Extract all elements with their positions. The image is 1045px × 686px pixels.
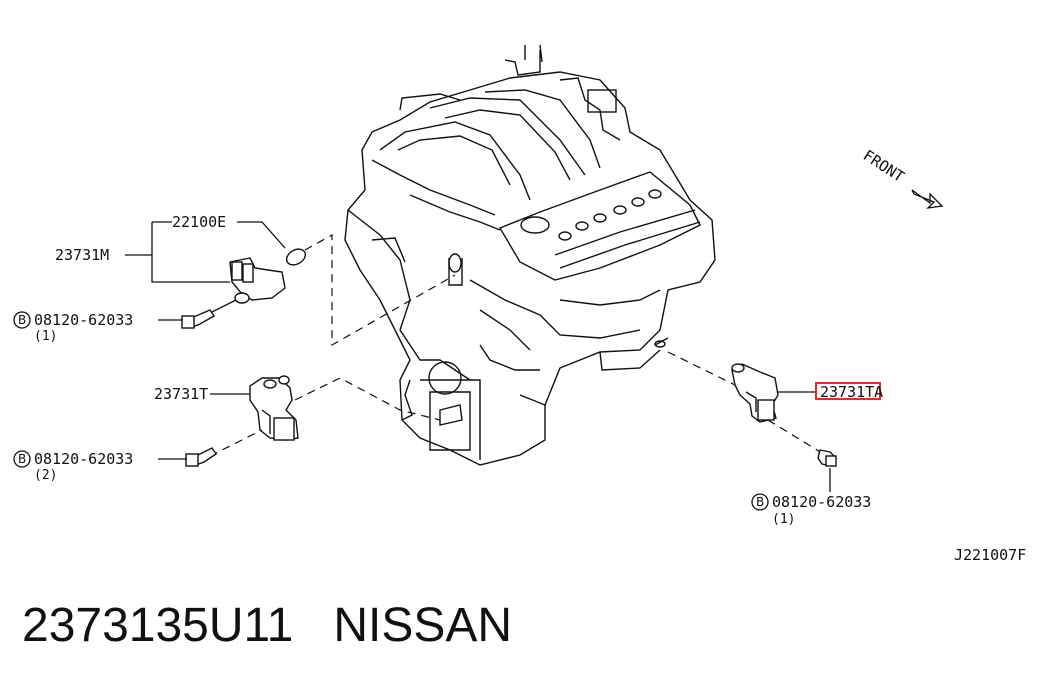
- bolt-2-symbol: B: [18, 452, 26, 466]
- label-23731TA[interactable]: 23731TA: [820, 383, 883, 401]
- bolt-1-qty: (1): [34, 329, 57, 344]
- bolt-1-symbol: B: [18, 313, 26, 327]
- bolt-3-number[interactable]: 08120-62033: [772, 493, 871, 511]
- front-label: FRONT: [860, 146, 908, 186]
- sensor-23731TA-group: 23731TA B 08120-62033 (1): [667, 351, 883, 527]
- bolt-icon: [181, 309, 215, 329]
- part-number: 2373135U11: [22, 599, 294, 652]
- front-arrow-icon: [911, 189, 944, 209]
- bolt-2-number[interactable]: 08120-62033: [34, 450, 133, 468]
- label-22100E[interactable]: 22100E: [172, 213, 226, 231]
- brand-name: NISSAN: [333, 599, 513, 652]
- bolt-icon: [185, 447, 217, 467]
- caption-gap: [293, 599, 333, 652]
- bolt-1-number[interactable]: 08120-62033: [34, 311, 133, 329]
- cam-sensor-icon: [229, 257, 286, 304]
- engine-block-drawing: [344, 44, 716, 466]
- label-23731M[interactable]: 23731M: [55, 246, 109, 264]
- cam-sensor-23731M-group: 22100E 23731M 08120-62033 B (1): [13, 213, 456, 347]
- front-indicator: FRONT: [860, 146, 944, 209]
- caption: 2373135U11 NISSAN: [22, 598, 512, 653]
- bolt-3-symbol: B: [756, 495, 764, 509]
- diagram-code: J221007F: [954, 546, 1026, 564]
- bolt-2-qty: (2): [34, 468, 57, 483]
- o-ring-icon: [285, 248, 307, 266]
- bolt-icon: [817, 449, 837, 467]
- bolt-3-qty: (1): [772, 512, 795, 527]
- highlight-box: [815, 382, 881, 400]
- label-23731T[interactable]: 23731T: [154, 385, 208, 403]
- crank-sensor-icon: [249, 375, 299, 441]
- crank-sensor-23731T-group: 23731T 08120-62033 B (2): [13, 375, 441, 483]
- position-sensor-icon: [731, 363, 779, 423]
